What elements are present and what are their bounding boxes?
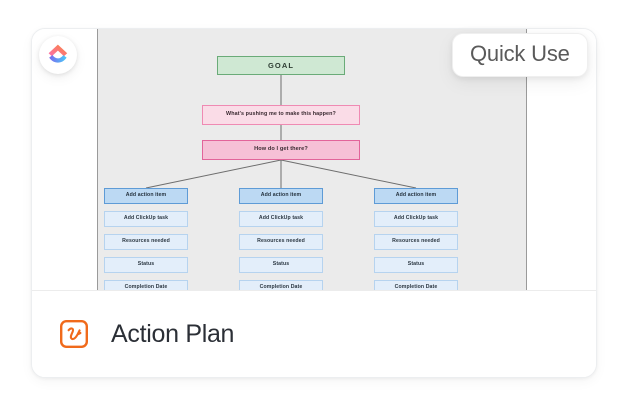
node-method-label: How do I get there? bbox=[254, 146, 308, 153]
column-3-row-4-label: Status bbox=[407, 261, 425, 268]
column-3-row-3-label: Resources needed bbox=[392, 238, 440, 245]
column-3-row-3[interactable]: Resources needed bbox=[374, 234, 458, 250]
column-2-row-2[interactable]: Add ClickUp task bbox=[239, 211, 323, 227]
column-2-row-4-label: Status bbox=[272, 261, 290, 268]
column-1-row-1[interactable]: Add action item bbox=[104, 188, 188, 204]
column-3-row-5[interactable]: Completion Date bbox=[374, 280, 458, 291]
column-2-row-1-label: Add action item bbox=[260, 192, 302, 199]
template-card[interactable]: GOAL What's pushing me to make this happ… bbox=[31, 28, 597, 378]
template-title: Action Plan bbox=[111, 319, 235, 348]
column-2-row-3[interactable]: Resources needed bbox=[239, 234, 323, 250]
preview-divider bbox=[32, 290, 596, 291]
column-2-row-2-label: Add ClickUp task bbox=[258, 215, 304, 222]
clickup-logo-icon bbox=[48, 44, 68, 63]
column-3-row-4[interactable]: Status bbox=[374, 257, 458, 273]
column-1-row-2[interactable]: Add ClickUp task bbox=[104, 211, 188, 227]
column-3-row-1-label: Add action item bbox=[395, 192, 437, 199]
column-1-row-2-label: Add ClickUp task bbox=[123, 215, 169, 222]
column-3-row-1[interactable]: Add action item bbox=[374, 188, 458, 204]
node-goal[interactable]: GOAL bbox=[217, 56, 345, 75]
column-3-row-5-label: Completion Date bbox=[394, 284, 438, 291]
clickup-logo-bubble[interactable] bbox=[39, 36, 77, 74]
column-1-row-5[interactable]: Completion Date bbox=[104, 280, 188, 291]
column-2-row-3-label: Resources needed bbox=[257, 238, 305, 245]
column-1-row-4[interactable]: Status bbox=[104, 257, 188, 273]
template-footer: Action Plan bbox=[32, 291, 596, 377]
quick-use-button[interactable]: Quick Use bbox=[452, 33, 588, 77]
column-1-row-3-label: Resources needed bbox=[122, 238, 170, 245]
column-3-row-2[interactable]: Add ClickUp task bbox=[374, 211, 458, 227]
action-plan-icon bbox=[60, 320, 89, 349]
node-goal-label: GOAL bbox=[267, 60, 295, 70]
column-2-row-1[interactable]: Add action item bbox=[239, 188, 323, 204]
node-motivation[interactable]: What's pushing me to make this happen? bbox=[202, 105, 360, 125]
column-1-row-1-label: Add action item bbox=[125, 192, 167, 199]
column-1-row-3[interactable]: Resources needed bbox=[104, 234, 188, 250]
column-2-row-5-label: Completion Date bbox=[259, 284, 303, 291]
column-1-row-5-label: Completion Date bbox=[124, 284, 168, 291]
column-2-row-5[interactable]: Completion Date bbox=[239, 280, 323, 291]
column-2-row-4[interactable]: Status bbox=[239, 257, 323, 273]
column-1-row-4-label: Status bbox=[137, 261, 155, 268]
node-method[interactable]: How do I get there? bbox=[202, 140, 360, 160]
column-3-row-2-label: Add ClickUp task bbox=[393, 215, 439, 222]
node-motivation-label: What's pushing me to make this happen? bbox=[226, 111, 336, 118]
